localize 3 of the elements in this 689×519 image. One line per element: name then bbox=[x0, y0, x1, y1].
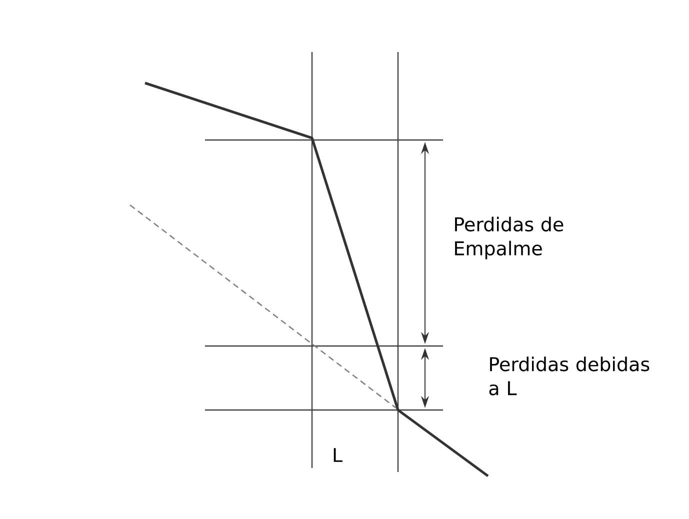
length-label: L bbox=[334, 448, 342, 462]
dimension-label: Perdidas de Empalme bbox=[455, 216, 564, 260]
dimension-label: Perdidas debidas a L bbox=[489, 356, 650, 396]
